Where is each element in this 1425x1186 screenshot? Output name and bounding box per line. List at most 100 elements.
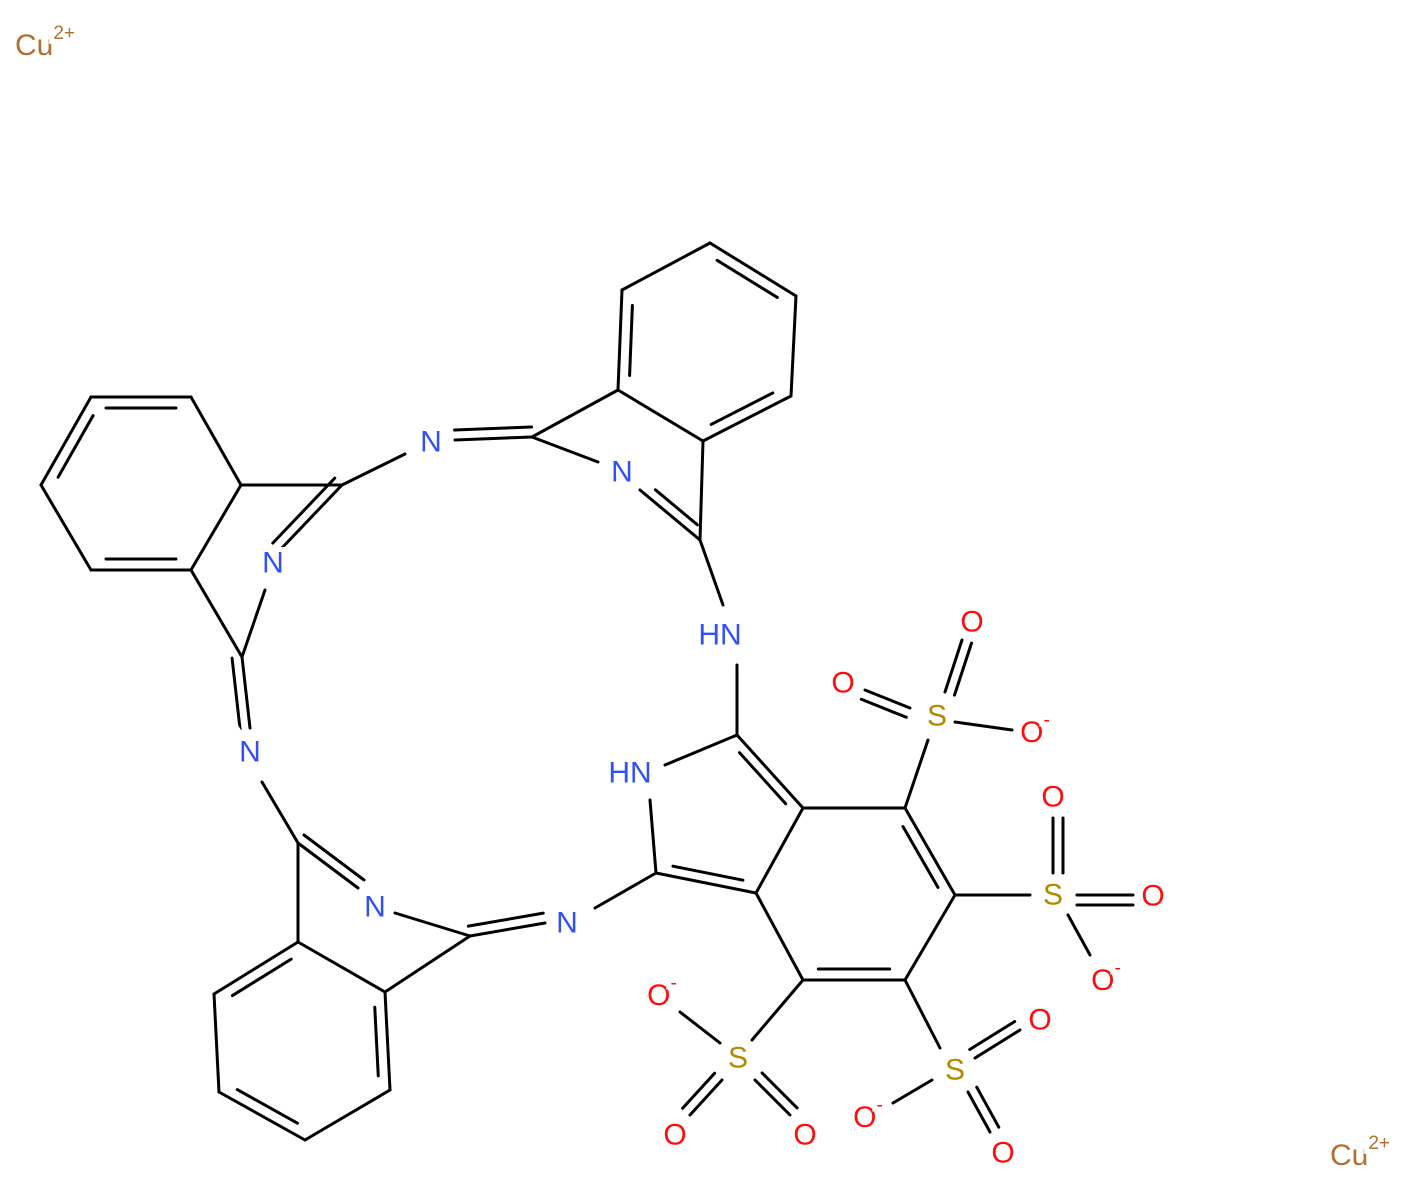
oxygen-atom: O (1028, 1004, 1051, 1037)
sulfur-atom: S (945, 1054, 965, 1087)
oxide-anion: O- (647, 973, 677, 1012)
bonds (39, 241, 1135, 1142)
bond (620, 241, 712, 292)
bond (240, 655, 252, 730)
bond (653, 488, 699, 527)
bond (383, 934, 472, 994)
oxygen-atom: O (960, 606, 983, 639)
bond (296, 841, 360, 890)
bond (373, 1005, 380, 1078)
bond (701, 394, 793, 443)
bond (648, 798, 658, 875)
bond (296, 940, 387, 994)
bond (616, 288, 624, 392)
copper-ion-1: Cu2+ (15, 23, 75, 62)
bond (230, 656, 242, 731)
oxide-anion: O- (853, 1095, 883, 1134)
bond (903, 806, 957, 897)
bond (593, 871, 658, 910)
bond (56, 414, 95, 479)
bond (453, 435, 534, 442)
oxygen-atom: O (1141, 880, 1164, 913)
bond (754, 806, 805, 895)
bond (943, 638, 964, 694)
bond (715, 258, 779, 299)
bond (240, 588, 267, 659)
bond (975, 1085, 1001, 1129)
bond (212, 940, 300, 996)
bond (737, 751, 788, 806)
bond (260, 780, 300, 845)
bond (901, 825, 940, 889)
bond (681, 1071, 717, 1110)
bond (973, 1028, 1022, 1060)
bond (468, 921, 547, 938)
bond (753, 1078, 792, 1117)
bond (189, 395, 243, 487)
oxide-anion: O- (1020, 710, 1050, 749)
oxygen-atom: O (991, 1137, 1014, 1170)
bond (671, 864, 745, 882)
bond (750, 978, 805, 1042)
bond (789, 294, 798, 398)
bond (654, 871, 758, 895)
oxide-anion: O- (1091, 958, 1121, 997)
bond (530, 435, 600, 464)
bond (383, 990, 392, 1092)
bond (217, 1090, 307, 1142)
nitrogen-atom: N (262, 547, 284, 580)
sulfur-atom: S (728, 1042, 748, 1075)
copper-ion-2: Cu2+ (1330, 1133, 1390, 1172)
bond (271, 476, 337, 545)
bond (709, 391, 775, 426)
nh-group: HN (698, 619, 741, 652)
nitrogen-atom: N (239, 736, 261, 769)
bond (698, 538, 725, 607)
bond (708, 241, 798, 298)
bond (628, 303, 634, 377)
bond (735, 733, 805, 810)
nitrogen-atom: N (364, 891, 386, 924)
bond (453, 425, 534, 432)
bond (663, 733, 739, 767)
atom-labels: Cu2+ Cu2+ N N N N N N HN HN S S S S O O … (10, 18, 1395, 1177)
nitrogen-atom: N (611, 456, 633, 489)
bond (966, 1090, 992, 1134)
nitrogen-atom: N (556, 907, 578, 940)
bond (189, 568, 244, 659)
bond (968, 1020, 1017, 1052)
nitrogen-atom: N (420, 426, 442, 459)
bond (891, 1078, 934, 1105)
bond (393, 911, 472, 938)
oxygen-atom: O (1041, 781, 1064, 814)
bond (302, 833, 366, 882)
bond (678, 1010, 722, 1045)
bond (1066, 913, 1092, 957)
bond (638, 488, 702, 542)
bond (340, 452, 407, 487)
bond (754, 891, 805, 982)
bond (212, 992, 221, 1094)
bond (616, 388, 705, 443)
bond (953, 641, 974, 697)
bond (903, 978, 942, 1050)
oxygen-atom: O (793, 1119, 816, 1152)
bond (530, 388, 620, 439)
bond (760, 1071, 799, 1110)
bond (903, 738, 930, 810)
bond (278, 483, 344, 552)
bond (303, 1088, 392, 1142)
bond (39, 483, 93, 572)
bond (688, 1078, 724, 1117)
nh-group: HN (608, 757, 651, 790)
bond (39, 395, 93, 487)
bond (903, 893, 957, 982)
bond (235, 1088, 299, 1125)
oxygen-atom: O (831, 667, 854, 700)
bond (953, 720, 1014, 732)
bond (466, 911, 545, 928)
oxygen-atom: O (663, 1119, 686, 1152)
bond (189, 483, 243, 572)
bond (863, 688, 912, 710)
